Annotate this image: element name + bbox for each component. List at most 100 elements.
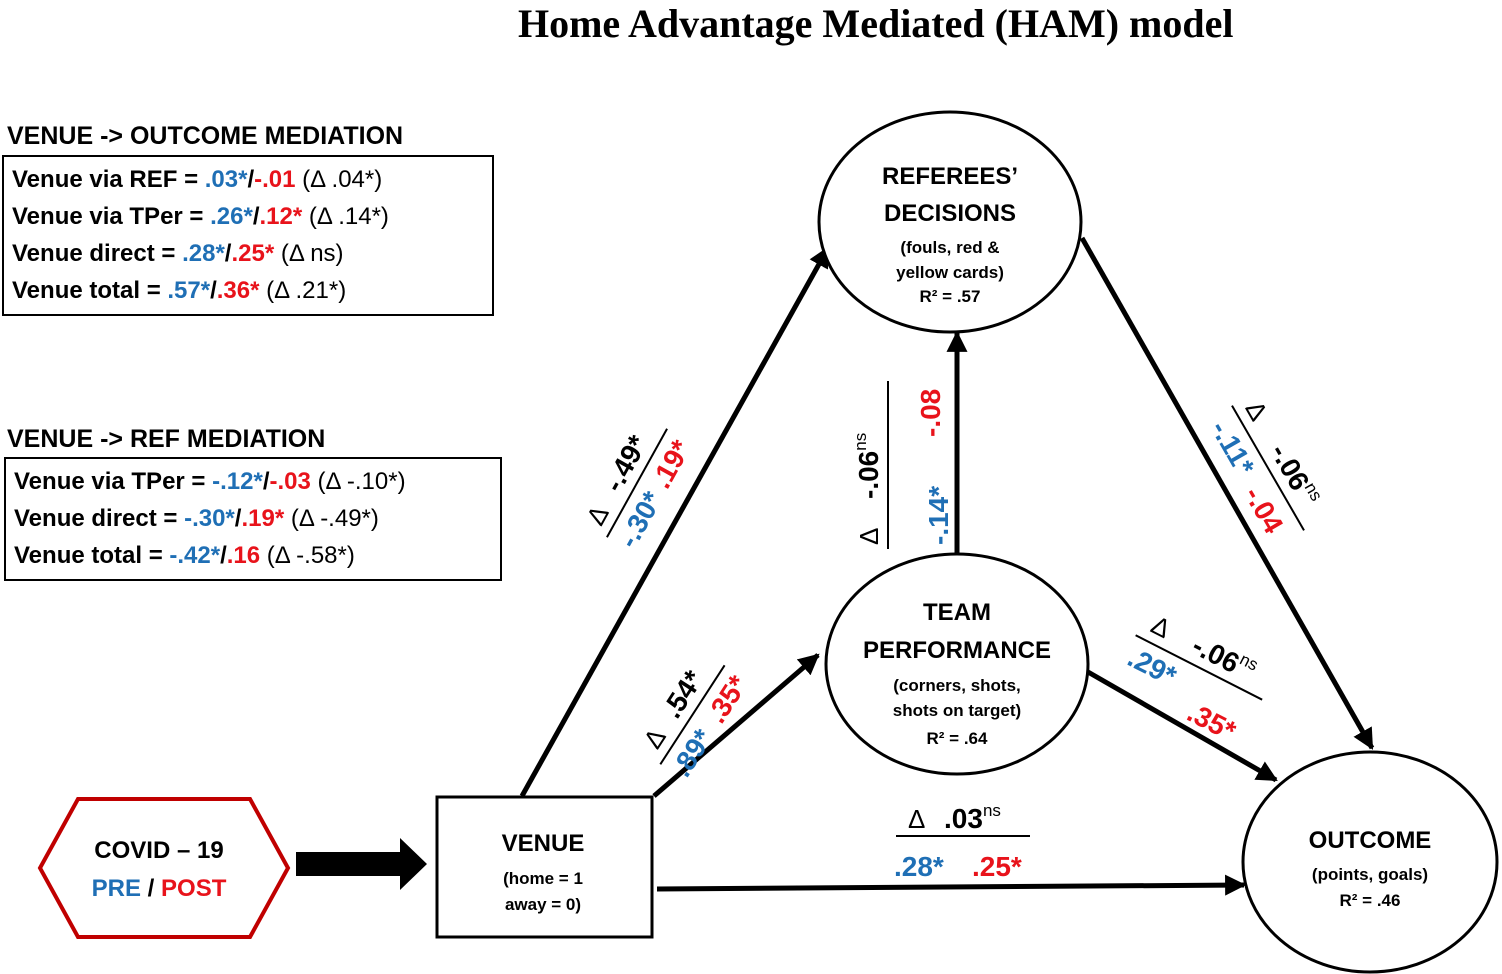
- label-venue-outcome: Δ .03ns .28* .25*: [894, 801, 1030, 882]
- diagram-title: Home Advantage Mediated (HAM) model: [518, 1, 1234, 46]
- covid-pre-post: PRE / POST: [92, 875, 227, 902]
- pre-value: -.14*: [923, 486, 954, 545]
- outcome-row-ref: Venue via REF = .03*/-.01 (Δ .04*): [12, 166, 383, 193]
- outcome-row-direct: Venue direct = .28*/.25* (Δ ns): [12, 240, 344, 267]
- divider: [659, 664, 726, 765]
- covid-pre: PRE: [92, 875, 141, 902]
- ref-row-total: Venue total = -.42*/.16 (Δ -.58*): [14, 542, 355, 569]
- label-venue-ref: Δ -.49* -.30* .19*: [580, 428, 697, 553]
- node-outcome-sub1: (points, goals): [1312, 865, 1428, 884]
- pre-value: .28*: [894, 851, 944, 882]
- arrow-venue-ref: [519, 246, 831, 798]
- divider: [1231, 405, 1305, 531]
- divider: [606, 428, 668, 538]
- delta-value: (Δ .14*): [302, 203, 389, 230]
- delta-number: .03: [944, 803, 983, 834]
- delta-symbol: Δ: [637, 723, 672, 754]
- pre-value: .03*: [204, 166, 248, 193]
- node-venue-sub2: away = 0): [505, 895, 581, 914]
- pre-value: -.42*: [169, 542, 221, 569]
- ref-mediation-title: VENUE -> REF MEDIATION: [7, 425, 326, 453]
- post-value: .19*: [645, 435, 696, 494]
- ref-row-tper: Venue via TPer = -.12*/-.03 (Δ -.10*): [14, 468, 406, 495]
- covid-sep: /: [141, 875, 161, 902]
- node-referees-line2: DECISIONS: [884, 200, 1016, 227]
- arrow-team-outcome: [1086, 669, 1278, 783]
- covid-arrow: [296, 838, 427, 890]
- post-value: .19*: [241, 505, 285, 532]
- pre-value: -.30*: [612, 486, 668, 553]
- node-team-sub1: (corners, shots,: [893, 676, 1021, 695]
- delta-number: -.06: [853, 451, 884, 499]
- pre-value: .57*: [167, 277, 211, 304]
- delta-value: -.49*: [598, 430, 654, 497]
- delta-value: (Δ -.10*): [310, 468, 406, 495]
- node-referees-line1: REFEREES’: [882, 163, 1018, 190]
- ref-row-direct: Venue direct = -.30*/.19* (Δ -.49*): [14, 505, 379, 532]
- node-outcome: OUTCOME (points, goals) R² = .46: [1241, 750, 1499, 974]
- post-value: -.03: [269, 468, 311, 495]
- arrow-venue-outcome: [656, 874, 1247, 896]
- pre-value: -.12*: [212, 468, 263, 495]
- row-label: Venue total =: [14, 542, 170, 569]
- post-value: -.08: [915, 389, 946, 437]
- node-referees-sub1: (fouls, red &: [900, 238, 999, 257]
- node-covid: COVID – 19 PRE / POST: [37, 797, 291, 939]
- arrow-venue-team: [652, 653, 820, 798]
- arrow-ref-outcome: [1079, 236, 1375, 750]
- label-ref-outcome: Δ -.06ns -.11* -.04: [1205, 396, 1326, 539]
- node-team-r2: R² = .64: [927, 729, 988, 748]
- pre-value: .29*: [1123, 641, 1182, 691]
- ns-superscript: ns: [851, 433, 870, 451]
- covid-post: POST: [161, 875, 227, 902]
- row-label: Venue via TPer =: [14, 468, 213, 495]
- pre-value: -.30*: [184, 505, 235, 532]
- node-team-line2: PERFORMANCE: [863, 637, 1051, 664]
- divider: [1135, 634, 1263, 701]
- row-label: Venue direct =: [12, 240, 183, 267]
- pre-value: .28*: [182, 240, 225, 267]
- delta-number: -.06: [1187, 629, 1244, 679]
- delta-value: (Δ -.49*): [284, 505, 379, 532]
- post-value: .36*: [216, 277, 260, 304]
- delta-symbol: Δ: [580, 500, 615, 530]
- delta-symbol: Δ: [854, 528, 884, 545]
- outcome-mediation-box: Venue via REF = .03*/-.01 (Δ .04*) Venue…: [2, 155, 494, 316]
- row-label: Venue direct =: [14, 505, 185, 532]
- row-label: Venue total =: [12, 277, 168, 304]
- label-team-ref: Δ -.06ns -.14* -.08: [851, 381, 954, 549]
- outcome-row-tper: Venue via TPer = .26*/.12* (Δ .14*): [12, 203, 389, 230]
- pre-value: .26*: [210, 203, 253, 230]
- post-value: .12*: [259, 203, 303, 230]
- node-referees: REFEREES’ DECISIONS (fouls, red & yellow…: [817, 110, 1083, 334]
- covid-label: COVID – 19: [94, 837, 223, 864]
- post-value: .25*: [231, 240, 275, 267]
- delta-symbol: Δ: [908, 804, 925, 834]
- node-venue: VENUE (home = 1 away = 0): [435, 795, 654, 939]
- post-value: .25*: [972, 851, 1022, 882]
- post-value: .16: [226, 542, 261, 569]
- outcome-mediation-title: VENUE -> OUTCOME MEDIATION: [7, 122, 404, 150]
- delta-value: (Δ ns): [274, 240, 344, 267]
- node-referees-sub2: yellow cards): [896, 263, 1004, 282]
- node-venue-sub1: (home = 1: [503, 869, 583, 888]
- post-value: .35*: [1182, 697, 1241, 747]
- label-team-outcome: Δ -.06ns .29* .35*: [1123, 609, 1263, 747]
- node-outcome-line1: OUTCOME: [1309, 827, 1432, 854]
- delta-value: -.06ns: [1187, 628, 1261, 687]
- outcome-row-total: Venue total = .57*/.36* (Δ .21*): [12, 277, 347, 304]
- label-venue-team: Δ .54* .89* .35*: [637, 664, 753, 782]
- row-label: Venue via TPer =: [12, 203, 211, 230]
- ref-mediation-box: Venue via TPer = -.12*/-.03 (Δ -.10*) Ve…: [4, 457, 502, 581]
- node-outcome-r2: R² = .46: [1340, 891, 1401, 910]
- delta-value: .54*: [656, 665, 709, 724]
- node-venue-line1: VENUE: [502, 830, 585, 857]
- node-team-line1: TEAM: [923, 599, 991, 626]
- row-label: Venue via REF =: [12, 166, 205, 193]
- delta-value: (Δ .04*): [295, 166, 383, 193]
- node-referees-r2: R² = .57: [920, 287, 981, 306]
- delta-symbol: Δ: [1239, 396, 1274, 426]
- node-team: TEAM PERFORMANCE (corners, shots, shots …: [824, 552, 1090, 776]
- ns-superscript: ns: [983, 801, 1001, 820]
